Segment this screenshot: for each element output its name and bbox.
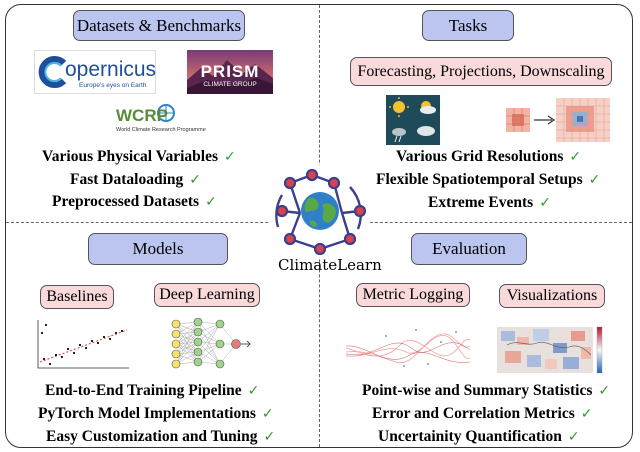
copernicus-logo: opernicus Europe's eyes on Earth: [34, 50, 156, 94]
models-feature-2: PyTorch Model Implementations ✓: [38, 405, 274, 423]
climatelearn-logo: [270, 165, 370, 259]
check-icon: ✓: [189, 172, 201, 188]
outer-frame: [5, 4, 633, 448]
weather-icons: [386, 95, 440, 145]
grid-downscale-icon: [506, 98, 610, 142]
check-icon: ✓: [567, 429, 580, 445]
prism-sub: CLIMATE GROUP: [203, 81, 257, 88]
check-icon: ✓: [247, 383, 260, 399]
datasets-title: Datasets & Benchmarks: [73, 10, 245, 41]
evaluation-title: Evaluation: [411, 233, 527, 265]
feature-text: Preprocessed Datasets: [52, 193, 200, 210]
regression-plot-image: [35, 318, 131, 370]
evaluation-feature-1: Point-wise and Summary Statistics ✓: [362, 382, 610, 400]
prism-logo: PRISM CLIMATE GROUP: [187, 50, 273, 94]
feature-text: Error and Correlation Metrics: [372, 405, 575, 422]
copernicus-c-icon: [38, 56, 67, 88]
evaluation-tag-metric-logging: Metric Logging: [356, 283, 470, 307]
check-icon: ✓: [588, 172, 601, 188]
evaluation-feature-2: Error and Correlation Metrics ✓: [372, 405, 592, 423]
feature-text: PyTorch Model Implementations: [38, 405, 256, 422]
weather-forecast-image: [386, 95, 440, 145]
tasks-feature-1: Various Grid Resolutions ✓: [396, 148, 581, 166]
climatelearn-label: ClimateLearn: [278, 256, 382, 274]
models-tag-deep-learning: Deep Learning: [154, 283, 260, 307]
check-icon: ✓: [539, 195, 551, 211]
check-icon: ✓: [569, 149, 582, 165]
regression-scatter-icon: [37, 320, 129, 369]
neural-network-icon: [171, 317, 251, 369]
models-feature-1: End-to-End Training Pipeline ✓: [45, 382, 259, 400]
wcrp-name: WCRP: [116, 106, 168, 125]
check-icon: ✓: [261, 406, 274, 422]
metric-scatter-icon: [345, 329, 471, 367]
downscaling-image: [503, 96, 613, 144]
prism-name: PRISM: [200, 62, 260, 81]
heatmap-image: [497, 325, 605, 375]
check-icon: ✓: [224, 149, 236, 165]
check-icon: ✓: [598, 383, 611, 399]
datasets-feature-2: Fast Dataloading ✓: [70, 171, 201, 189]
tasks-feature-2: Flexible Spatiotemporal Setups ✓: [376, 171, 600, 189]
datasets-feature-3: Preprocessed Datasets ✓: [52, 193, 217, 211]
wcrp-globe-icon: [157, 104, 175, 122]
feature-text: Point-wise and Summary Statistics: [362, 382, 593, 399]
copernicus-tagline: Europe's eyes on Earth: [79, 82, 147, 89]
tasks-subtitle: Forecasting, Projections, Downscaling: [350, 57, 612, 86]
check-icon: ✓: [580, 406, 593, 422]
feature-text: Easy Customization and Tuning: [46, 428, 258, 445]
copernicus-name: opernicus: [65, 58, 157, 81]
evaluation-feature-3: Uncertainity Quantification ✓: [378, 428, 580, 446]
tasks-feature-3: Extreme Events ✓: [428, 194, 551, 212]
models-feature-3: Easy Customization and Tuning ✓: [46, 428, 275, 446]
tasks-title: Tasks: [422, 10, 514, 41]
models-tag-baselines: Baselines: [40, 285, 114, 309]
wcrp-logo: WCRP World Climate Research Programme: [116, 103, 206, 137]
feature-text: Fast Dataloading: [70, 171, 184, 188]
feature-text: Various Grid Resolutions: [396, 148, 564, 165]
wcrp-sub: World Climate Research Programme: [116, 127, 206, 133]
feature-text: End-to-End Training Pipeline: [45, 382, 242, 399]
heatmap-map-icon: [497, 326, 603, 374]
network-globe-icon: [275, 168, 367, 256]
feature-text: Flexible Spatiotemporal Setups: [376, 171, 583, 188]
metric-scatter-image: [345, 322, 471, 374]
check-icon: ✓: [263, 429, 276, 445]
evaluation-tag-visualizations: Visualizations: [499, 284, 605, 308]
models-title: Models: [88, 233, 228, 265]
neural-network-image: [168, 317, 252, 372]
feature-text: Various Physical Variables: [42, 148, 218, 165]
feature-text: Uncertainity Quantification: [378, 428, 562, 445]
prism-mountain-icon: [187, 50, 273, 94]
feature-text: Extreme Events: [428, 194, 534, 211]
datasets-feature-1: Various Physical Variables ✓: [42, 148, 236, 166]
check-icon: ✓: [205, 194, 217, 210]
